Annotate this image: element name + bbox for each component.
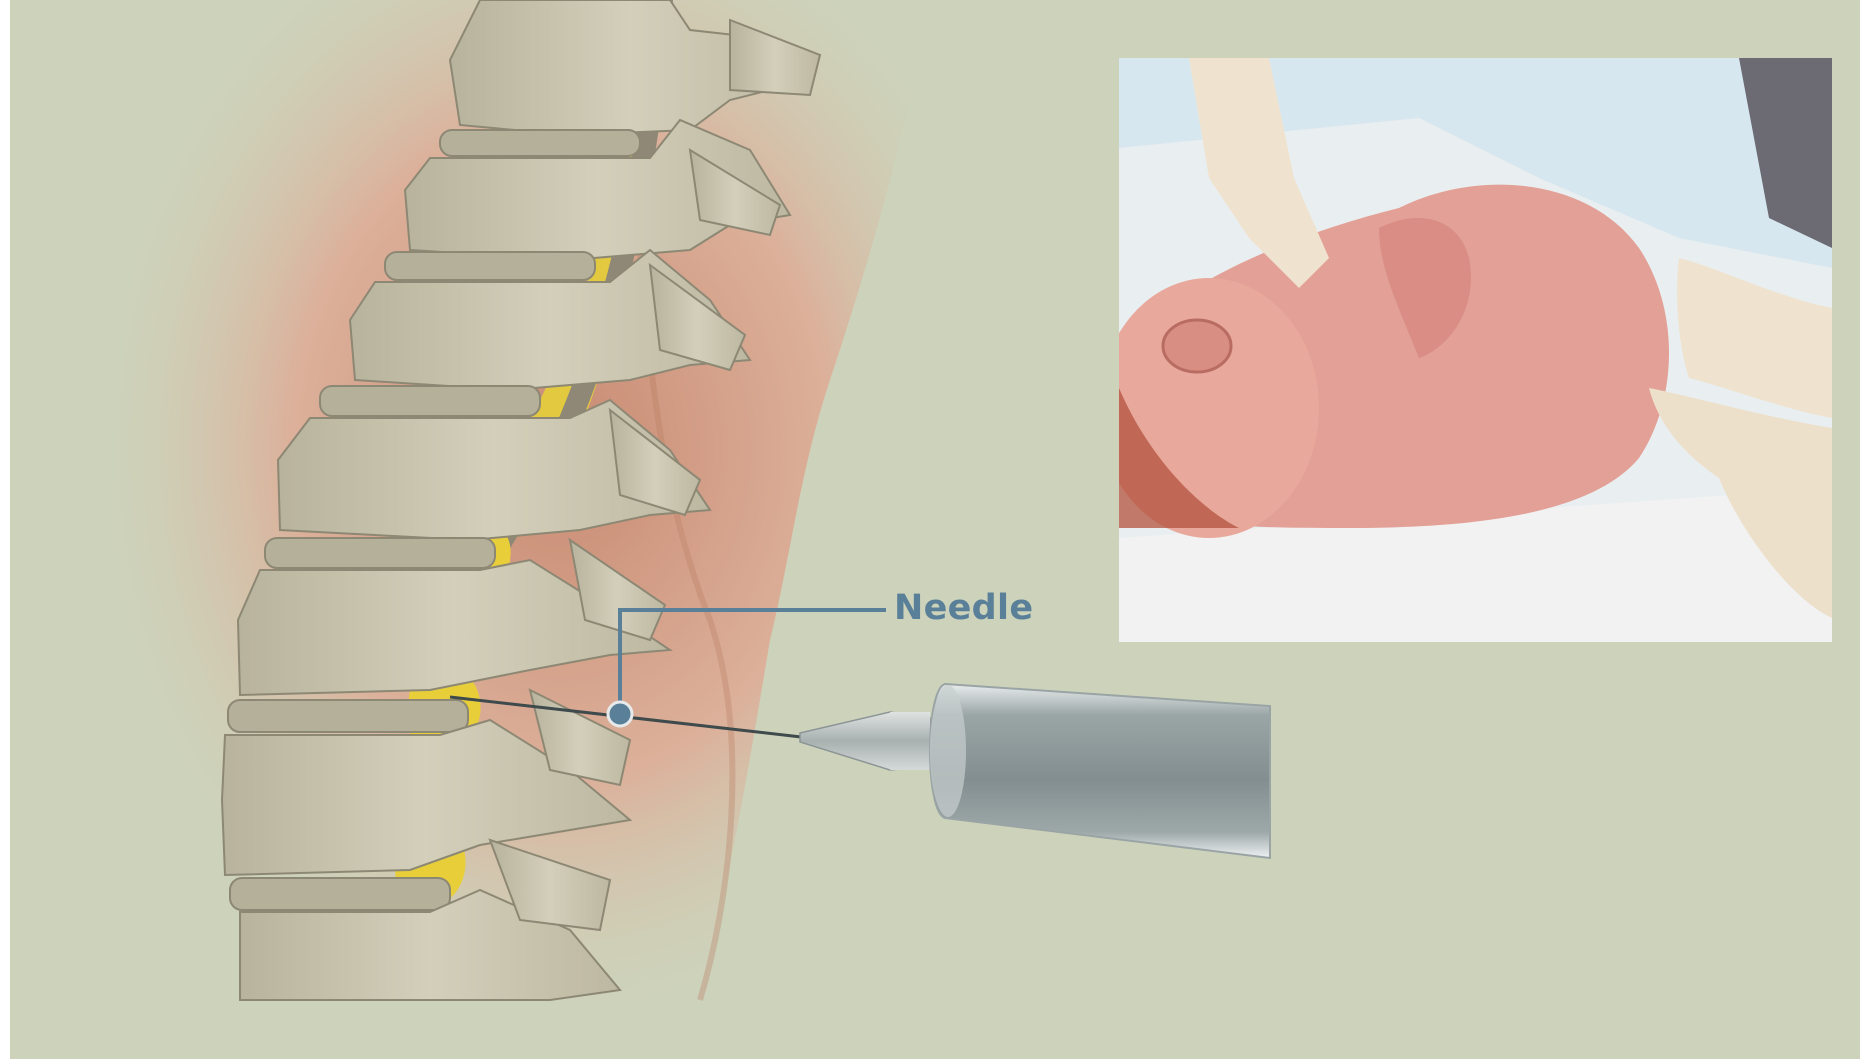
needle-label: Needle xyxy=(894,588,1033,628)
diagram-canvas: Needle xyxy=(10,0,1860,1059)
infant-procedure-photo xyxy=(1119,58,1832,642)
photo-scene xyxy=(1119,58,1832,642)
